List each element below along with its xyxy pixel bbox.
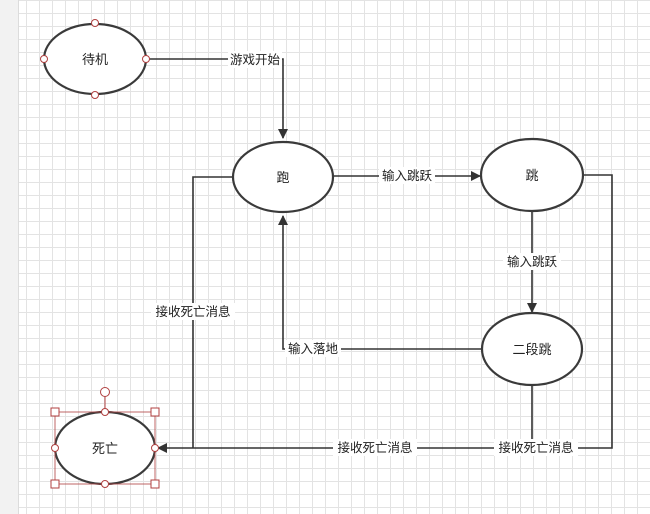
- node-label-death: 死亡: [92, 442, 118, 457]
- edge-label-game-start: 游戏开始: [230, 52, 281, 67]
- edge-run-to-death[interactable]: [192, 176, 233, 448]
- resize-handle[interactable]: [50, 479, 60, 489]
- resize-handle[interactable]: [150, 479, 160, 489]
- resize-handle[interactable]: [50, 407, 60, 417]
- selection-frame: [50, 387, 160, 489]
- edge-label-input-jump-2: 输入跳跃: [507, 254, 558, 269]
- edge-label-input-land: 输入落地: [288, 341, 339, 356]
- edge-label-bg: [228, 51, 282, 68]
- edge-label-death-msg-run: 接收死亡消息: [155, 304, 230, 319]
- edge-game-start[interactable]: [146, 58, 288, 139]
- left-panel-edge: [0, 0, 19, 514]
- node-run[interactable]: 跑: [231, 140, 335, 214]
- edge-double-jump-to-run[interactable]: [278, 215, 482, 350]
- node-death[interactable]: 死亡: [53, 410, 157, 486]
- connection-point[interactable]: [151, 444, 159, 452]
- node-label-jump: 跳: [525, 169, 538, 184]
- node-double-jump[interactable]: 二段跳: [480, 311, 584, 387]
- connection-point[interactable]: [101, 408, 109, 416]
- edge-label-bg: [503, 253, 561, 270]
- edge-label-bg: [494, 439, 578, 456]
- node-standby[interactable]: 待机: [40, 19, 150, 99]
- connection-point[interactable]: [51, 444, 59, 452]
- edge-label-bg: [333, 439, 417, 456]
- node-label-standby: 待机: [82, 53, 108, 68]
- edge-label-bg: [285, 340, 341, 357]
- node-label-run: 跑: [276, 171, 289, 186]
- connection-point[interactable]: [101, 480, 109, 488]
- rotate-handle[interactable]: [100, 387, 110, 397]
- edge-label-death-msg-bottom: 接收死亡消息: [337, 440, 412, 455]
- resize-handle[interactable]: [150, 407, 160, 417]
- edge-label-death-msg-double: 接收死亡消息: [498, 440, 573, 455]
- connection-point[interactable]: [91, 91, 99, 99]
- node-label-double-jump: 二段跳: [512, 343, 551, 358]
- connection-point[interactable]: [91, 19, 99, 27]
- connection-point[interactable]: [40, 55, 48, 63]
- edge-label-input-jump-1: 输入跳跃: [382, 168, 433, 183]
- node-jump[interactable]: 跳: [479, 137, 585, 213]
- edge-label-bg: [151, 303, 235, 320]
- edge-label-bg: [379, 167, 435, 184]
- connection-point[interactable]: [142, 55, 150, 63]
